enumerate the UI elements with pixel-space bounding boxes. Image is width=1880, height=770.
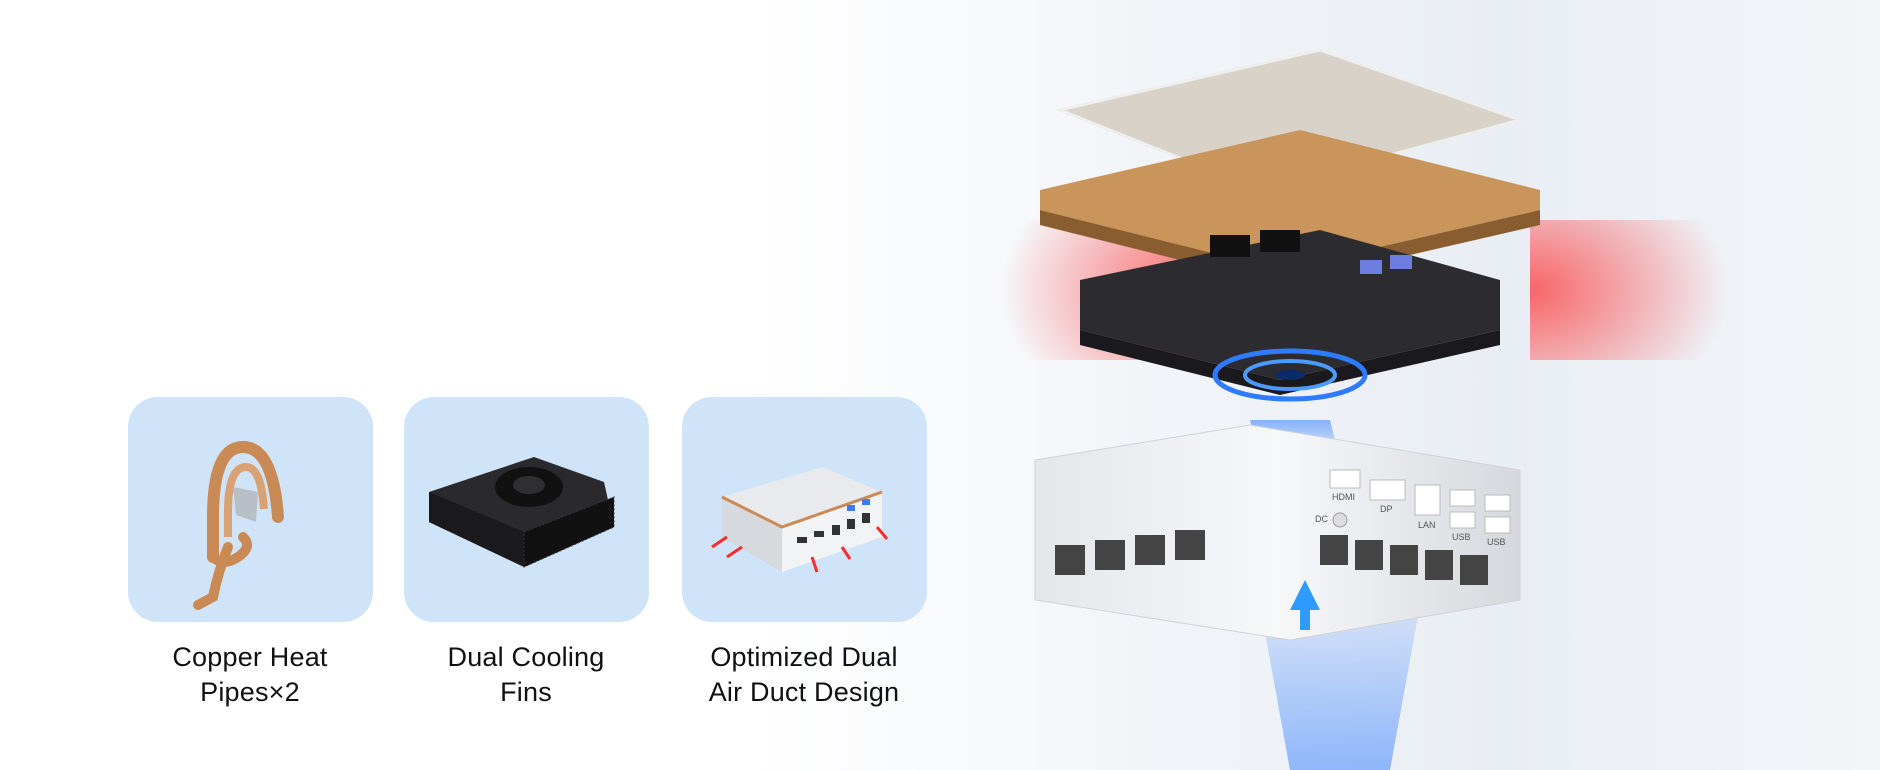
silver-chassis: HDMI DP DC LAN USB USB xyxy=(1034,424,1521,641)
port-label-usb-1: USB xyxy=(1452,532,1471,542)
mini-pc-airflow-icon xyxy=(711,467,889,573)
feature-label-line1: Dual Cooling xyxy=(447,642,605,672)
motherboard-fan-module xyxy=(1080,230,1500,402)
port-label-usb-2: USB xyxy=(1487,537,1506,547)
port-label-lan: LAN xyxy=(1418,520,1436,530)
feature-label-dual-cooling-fins: Dual Cooling Fins xyxy=(376,640,676,710)
feature-label-copper-heat-pipes: Copper Heat Pipes×2 xyxy=(100,640,400,710)
cooling-fan-icon xyxy=(429,457,615,568)
port-label-hdmi: HDMI xyxy=(1332,492,1355,502)
feature-label-line2: Pipes×2 xyxy=(200,677,300,707)
copper-heat-pipe-icon xyxy=(193,440,284,610)
feature-label-line1: Optimized Dual xyxy=(710,642,898,672)
feature-label-dual-air-duct: Optimized Dual Air Duct Design xyxy=(654,640,954,710)
feature-label-line2: Fins xyxy=(500,677,552,707)
feature-label-line2: Air Duct Design xyxy=(708,677,900,707)
feature-card-dual-air-duct xyxy=(682,397,927,622)
feature-card-copper-heat-pipes xyxy=(128,397,373,622)
exploded-mini-pc-illustration: HDMI DP DC LAN USB USB xyxy=(1000,48,1730,770)
feature-card-dual-cooling-fins xyxy=(404,397,649,622)
feature-label-line1: Copper Heat xyxy=(172,642,328,672)
port-label-dp: DP xyxy=(1380,504,1393,514)
port-label-dc: DC xyxy=(1315,514,1328,524)
airflow-arrow-icon xyxy=(1290,580,1320,630)
